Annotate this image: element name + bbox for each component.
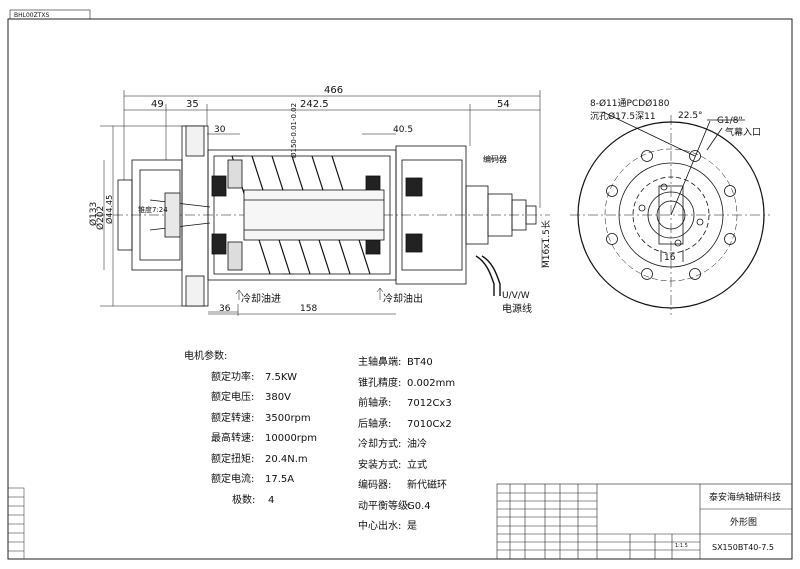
param-key: 锥孔精度: — [358, 377, 402, 389]
param-row: 最高转速: 10000rpm — [184, 429, 317, 450]
taper-label: 锥度7:24 — [138, 205, 168, 214]
param-key: 最高转速: — [211, 433, 255, 444]
param-value: 7012Cx3 — [407, 398, 452, 409]
param-key: 冷却方式: — [358, 439, 402, 450]
param-key: 额定扭矩: — [211, 453, 255, 465]
coolant-out-label: 冷却油出 — [383, 292, 423, 305]
dim-36: 36 — [219, 304, 231, 314]
param-row: 锥孔精度: 0.002mm — [358, 374, 455, 395]
thread-label: M16x1.5长 — [540, 220, 552, 268]
param-key: 额定转速: — [211, 412, 255, 424]
param-value: 油冷 — [407, 439, 427, 450]
end-labels: 8-Ø11通PCDØ180 沉孔Ø17.5深11 22.5° G1/8" 气幕入… — [590, 98, 761, 263]
param-row: 动平衡等级:G0.4 — [358, 497, 455, 518]
param-value: 7.5KW — [265, 371, 297, 383]
title-block — [496, 483, 793, 560]
company-name: 泰安海纳轴研科技 — [709, 491, 781, 503]
angle-label: 22.5° — [678, 111, 703, 121]
param-key: 主轴鼻端: — [358, 357, 402, 368]
param-key: 额定电压: — [211, 392, 255, 403]
motor-params: 电机参数: 额定功率:7.5KW 额定电压:380V 额定转速:3500rpm … — [184, 347, 317, 511]
param-value: 0.002mm — [407, 377, 456, 389]
dim-dia-150: Ø150-0.01-0.02 — [290, 103, 298, 158]
param-row: 极数: 4 — [184, 491, 317, 512]
side-labels: 编码器 冷却油进 冷却油出 U/V/W 电源线 — [241, 154, 532, 315]
param-value: 新代磁环 — [407, 480, 447, 491]
power-wire-label-2: 电源线 — [502, 302, 532, 315]
drawing-name: 外形图 — [730, 516, 757, 528]
param-key: 额定电流: — [211, 474, 255, 485]
scale-value: 1:1.5 — [675, 543, 688, 549]
dim-total: 466 — [324, 85, 343, 96]
param-value: 7010Cx2 — [407, 418, 452, 430]
param-value: 20.4N.m — [265, 453, 308, 465]
param-key: 前轴承: — [358, 398, 392, 409]
param-row: 安装方式: 立式 — [358, 456, 455, 477]
param-row: 额定电压: 380V — [184, 388, 317, 409]
dim-30: 30 — [214, 125, 226, 135]
param-value: 380V — [265, 392, 291, 403]
param-key: 额定功率: — [211, 371, 255, 383]
param-value: BT40 — [407, 357, 433, 368]
param-value: G0.4 — [407, 500, 431, 512]
dim-flange: 35 — [186, 99, 199, 110]
bolt-pattern-label-2: 沉孔Ø17.5深11 — [590, 111, 656, 122]
param-row: 主轴鼻端: BT40 — [358, 353, 455, 374]
param-row: 后轴承: 7010Cx2 — [358, 415, 455, 436]
part-number: SX150BT40-7.5 — [712, 543, 774, 552]
end-dim-label: 16 — [664, 253, 676, 263]
param-value: 3500rpm — [265, 412, 311, 424]
coolant-in-label: 冷却油进 — [241, 292, 281, 305]
param-row: 前轴承: 7012Cx3 — [358, 394, 455, 415]
encoder-label: 编码器 — [483, 154, 507, 164]
dimension-lines — [100, 90, 543, 316]
code-box — [9, 9, 91, 20]
param-row: 编码器: 新代磁环 — [358, 476, 455, 497]
air-port-label-2: 气幕入口 — [725, 126, 761, 138]
sheet-border — [7, 18, 793, 560]
side-view — [95, 125, 550, 307]
dim-body: 242.5 — [300, 99, 329, 110]
power-wire-label-1: U/V/W — [502, 291, 530, 301]
end-view — [570, 111, 770, 315]
param-value: 17.5A — [265, 474, 295, 485]
param-key: 动平衡等级: — [358, 500, 412, 512]
param-key: 编码器: — [358, 480, 392, 491]
dim-158: 158 — [300, 304, 317, 314]
param-value: 10000rpm — [265, 433, 318, 444]
dim-rear: 54 — [497, 99, 510, 110]
param-row: 额定扭矩: 20.4N.m — [184, 450, 317, 471]
param-key: 安装方式: — [358, 459, 402, 471]
bolt-pattern-label-1: 8-Ø11通PCDØ180 — [590, 98, 670, 109]
dim-dia-202: Ø202 — [95, 206, 106, 230]
param-key: 中心出水: — [358, 521, 402, 532]
param-key: 后轴承: — [358, 418, 392, 430]
drawing-code: BHL00ZTXS — [14, 12, 49, 19]
param-value: 4 — [268, 494, 275, 506]
param-row: 中心出水: 是 — [358, 517, 455, 538]
dim-dia-133: Ø133 — [88, 202, 99, 226]
bolt-holes — [606, 150, 736, 280]
param-row: 额定功率: 7.5KW — [184, 368, 317, 389]
revision-strip — [7, 487, 25, 560]
param-key: 极数: — [232, 494, 256, 506]
dim-rear-inner: 40.5 — [393, 125, 413, 135]
inner-holes — [638, 183, 704, 247]
air-port-label-1: G1/8" — [717, 116, 743, 126]
param-row: 额定电流: 17.5A — [184, 470, 317, 491]
dimension-text: 466 49 35 242.5 54 30 40.5 36 158 Ø202 Ø… — [88, 85, 552, 314]
motor-params-heading: 电机参数: — [184, 351, 228, 362]
param-value: 立式 — [407, 459, 427, 471]
dim-dia-44: Ø44.45 — [104, 195, 114, 224]
param-row: 冷却方式: 油冷 — [358, 435, 455, 456]
dim-front: 49 — [151, 99, 164, 110]
param-value: 是 — [407, 521, 417, 532]
param-row: 额定转速: 3500rpm — [184, 409, 317, 430]
spindle-params: 主轴鼻端: BT40 锥孔精度: 0.002mm 前轴承: 7012Cx3 后轴承: 7… — [358, 353, 455, 538]
